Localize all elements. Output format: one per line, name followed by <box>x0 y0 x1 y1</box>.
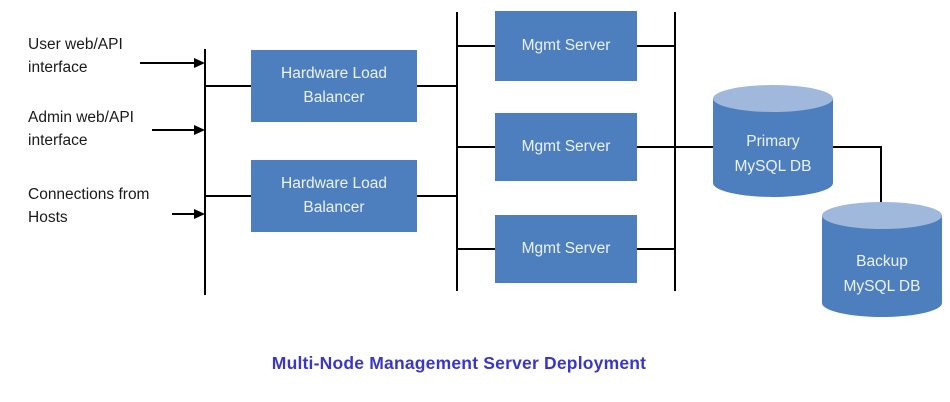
load-balancer-1-label-line2: Balancer <box>303 89 365 106</box>
mgmt-server-3-label: Mgmt Server <box>521 240 611 257</box>
load-balancer-box-2: Hardware Load Balancer <box>251 160 417 232</box>
cylinder-top-ellipse <box>822 202 942 229</box>
cylinder-body <box>713 98 833 197</box>
input-label-admin-line1: Admin web/API <box>28 109 134 126</box>
backup-db-label-line2: MySQL DB <box>843 278 921 295</box>
bus-line-middle <box>456 12 458 291</box>
primary-db-label-line1: Primary <box>746 133 800 150</box>
connector-lb1-to-bus <box>417 85 457 87</box>
connector-bus-to-mgmt1 <box>457 45 495 47</box>
mgmt-server-1-label: Mgmt Server <box>521 37 611 54</box>
arrow-head-icon <box>194 209 205 219</box>
primary-db-label-line2: MySQL DB <box>734 158 812 175</box>
input-label-hosts-line2: Hosts <box>28 209 68 226</box>
diagram-title: Multi-Node Management Server Deployment <box>271 353 647 373</box>
input-label-user-line1: User web/API <box>28 36 123 53</box>
mgmt-server-2-label: Mgmt Server <box>521 138 611 155</box>
mgmt-server-box-1: Mgmt Server <box>495 11 637 81</box>
arrow-head-icon <box>194 125 205 135</box>
connector-bus-to-lb2 <box>205 195 252 197</box>
load-balancer-1-label-line1: Hardware Load <box>281 65 387 82</box>
connector-bus-to-lb1 <box>205 85 252 87</box>
input-label-hosts: Connections from Hosts <box>28 183 198 229</box>
cylinder-top-ellipse <box>713 85 833 112</box>
input-label-admin: Admin web/API interface <box>28 106 198 152</box>
arrow-line-hosts <box>172 213 195 215</box>
arrow-line-user <box>140 62 195 64</box>
mgmt-server-box-3: Mgmt Server <box>495 215 637 283</box>
backup-db-cylinder: Backup MySQL DB <box>822 202 942 317</box>
connector-bus-to-primary-db <box>675 146 715 148</box>
primary-db-cylinder: Primary MySQL DB <box>713 85 833 197</box>
connector-mgmt1-to-bus <box>637 45 675 47</box>
connector-mgmt2-to-bus <box>637 146 675 148</box>
connector-bus-to-mgmt3 <box>457 248 495 250</box>
arrow-line-admin <box>152 129 195 131</box>
cylinder-body <box>822 215 942 317</box>
arrow-head-icon <box>194 58 205 68</box>
input-label-user: User web/API interface <box>28 33 198 79</box>
input-label-user-line2: interface <box>28 59 88 76</box>
connector-primary-to-elbow <box>833 146 882 148</box>
bus-line-right <box>674 12 676 291</box>
connector-lb2-to-bus <box>417 195 457 197</box>
input-label-admin-line2: interface <box>28 132 88 149</box>
backup-db-label: Backup MySQL DB <box>822 249 942 299</box>
primary-db-label: Primary MySQL DB <box>713 129 833 179</box>
backup-db-label-line1: Backup <box>856 253 908 270</box>
input-label-hosts-line1: Connections from <box>28 186 150 203</box>
load-balancer-2-label-line2: Balancer <box>303 199 365 216</box>
mgmt-server-box-2: Mgmt Server <box>495 113 637 181</box>
connector-mgmt3-to-bus <box>637 248 675 250</box>
load-balancer-2-label-line1: Hardware Load <box>281 175 387 192</box>
bus-line-left <box>204 49 206 295</box>
connector-bus-to-mgmt2 <box>457 146 495 148</box>
load-balancer-box-1: Hardware Load Balancer <box>251 50 417 122</box>
connector-elbow-to-backup <box>880 146 882 208</box>
